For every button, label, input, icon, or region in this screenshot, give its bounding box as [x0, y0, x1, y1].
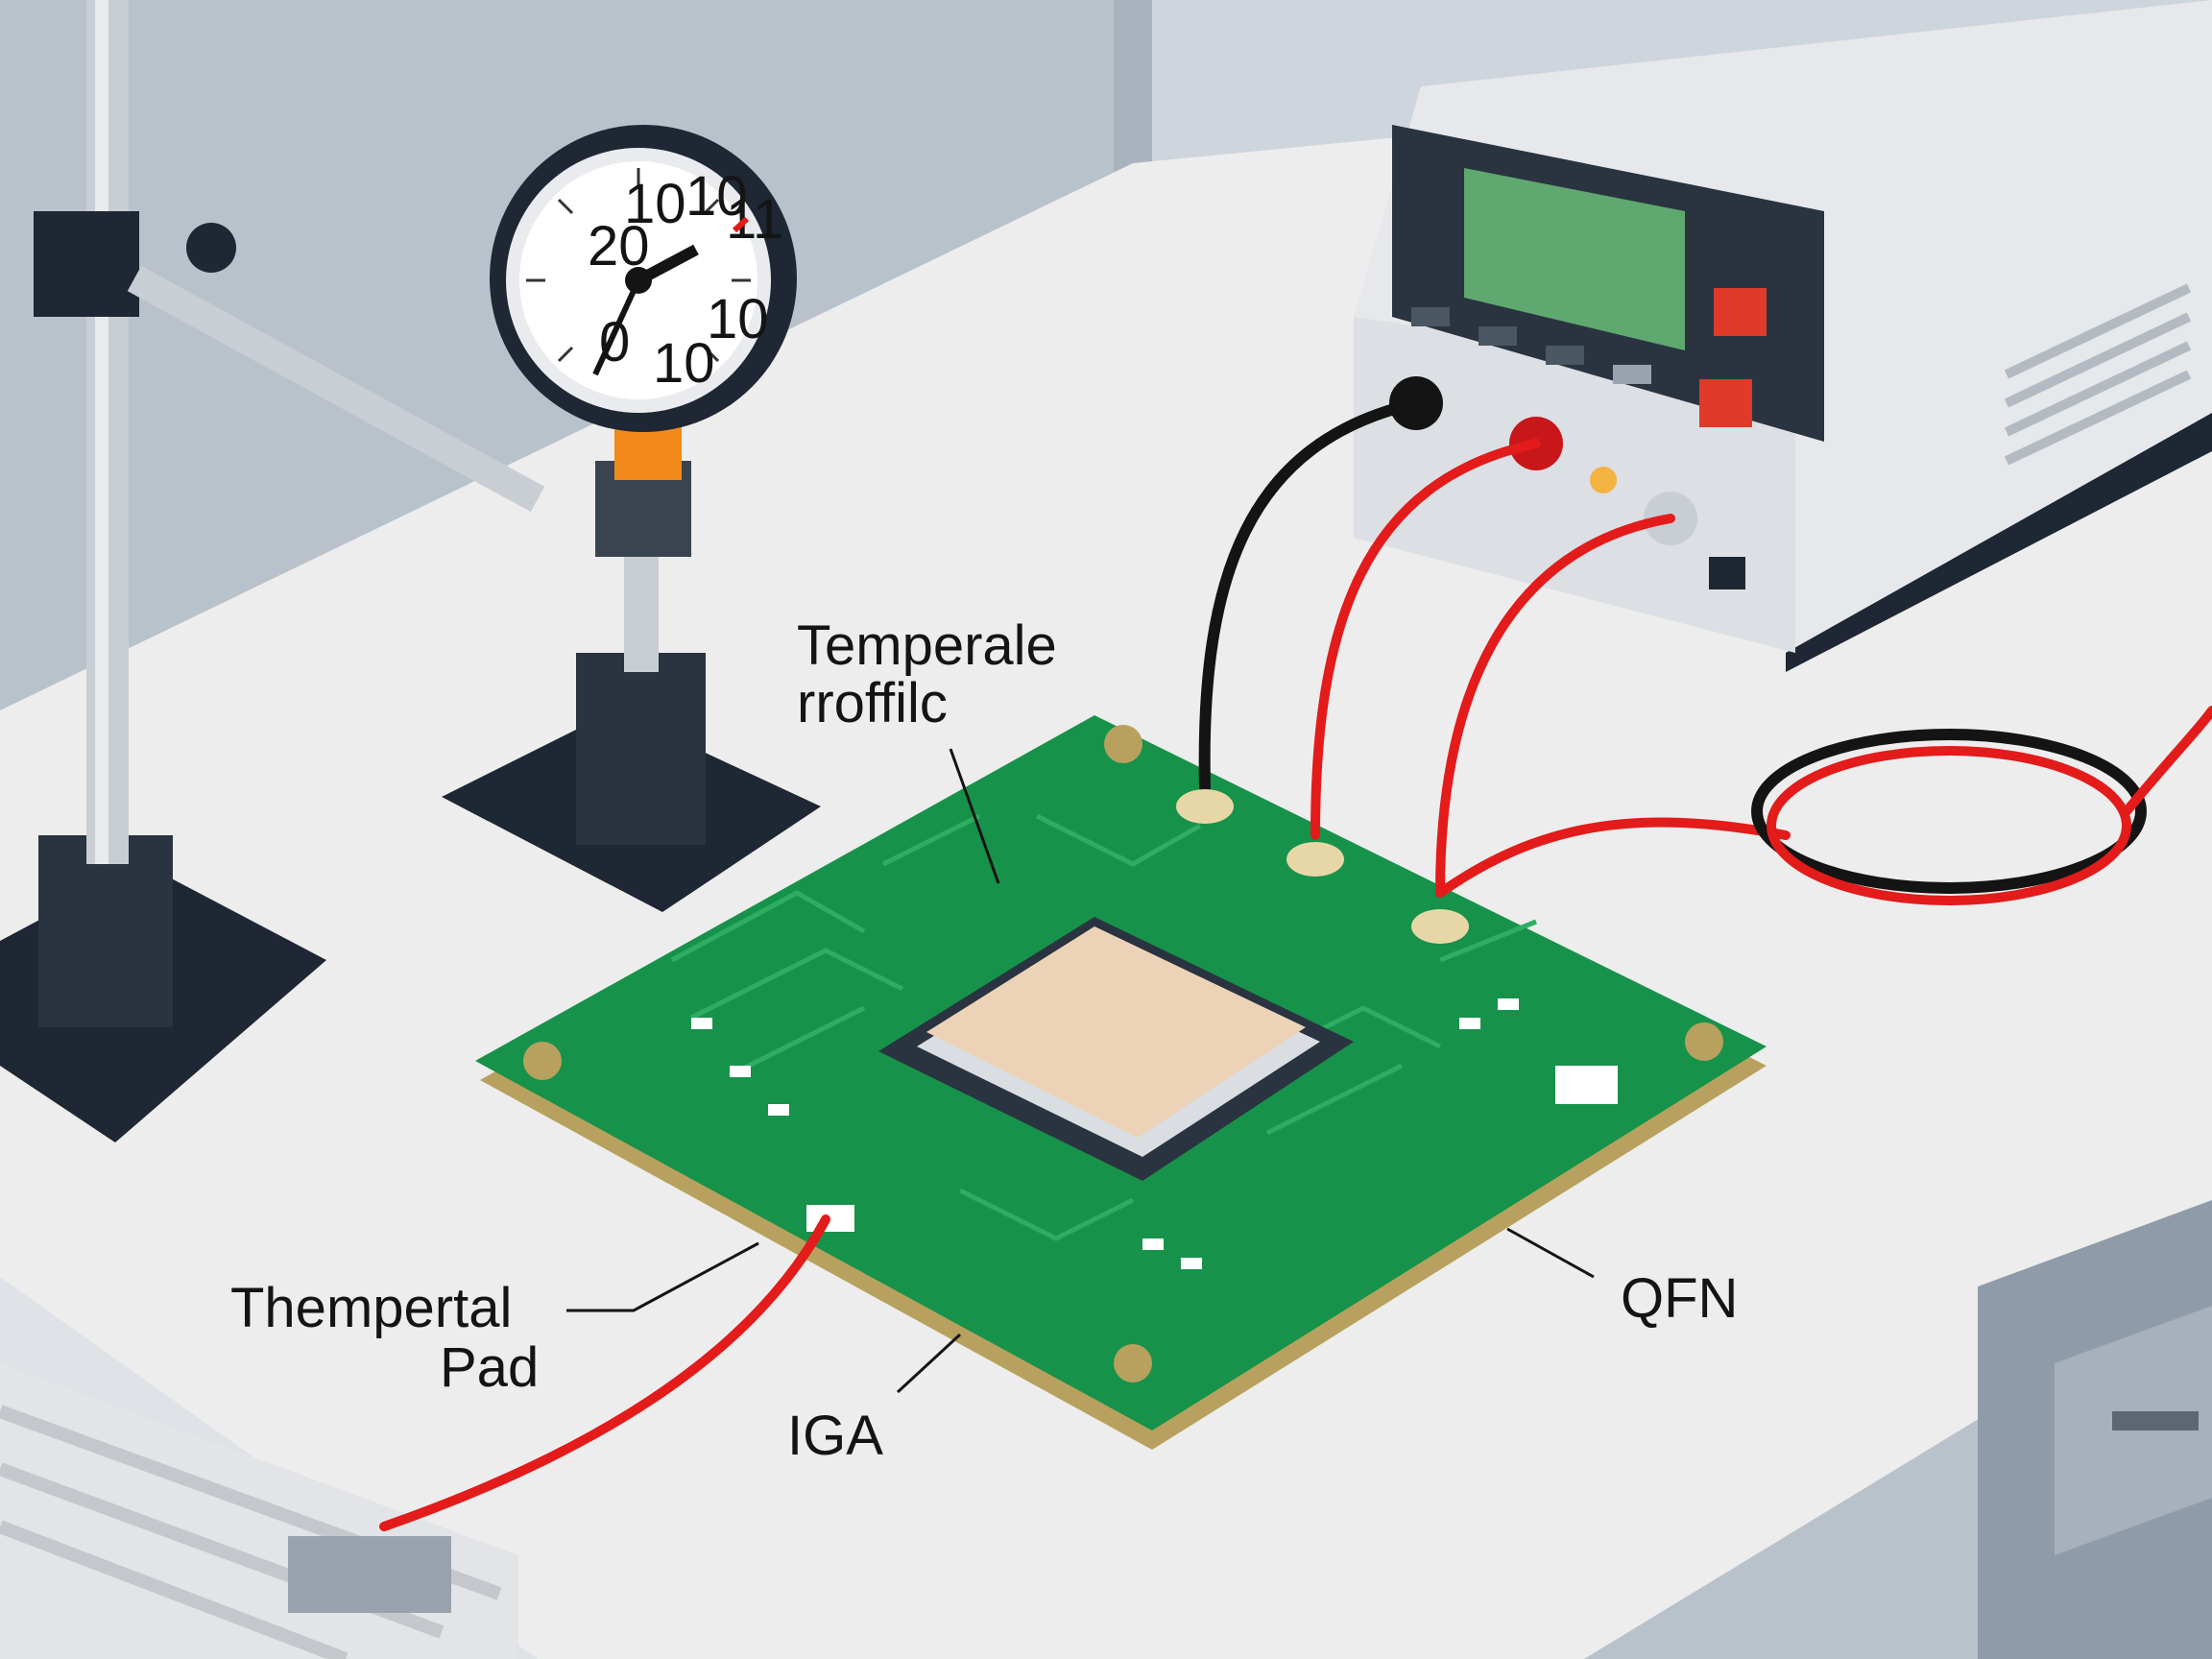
panel-key[interactable] [1411, 307, 1450, 326]
power-button[interactable] [1714, 288, 1767, 336]
chip-top [926, 926, 1306, 1138]
gauge-tick-label: 10 [624, 173, 686, 235]
retort-stand [0, 0, 545, 1142]
component-rack [0, 1363, 518, 1659]
leader-bga [896, 1333, 962, 1394]
gauge-tick-label: 10 [707, 288, 769, 350]
callout-temperature-profile-line1: Temperale [797, 614, 1057, 677]
drawer-handle[interactable] [2112, 1411, 2199, 1431]
leader-qfn [1506, 1227, 1595, 1279]
gauge-needle [592, 278, 641, 376]
black-lead [1198, 397, 1422, 793]
clamp-knob[interactable] [186, 223, 236, 273]
red-lead-3 [1435, 817, 1791, 898]
callout-bga: IGA [787, 1405, 883, 1467]
qfn-chip [878, 917, 1354, 1181]
panel-key[interactable] [1613, 365, 1651, 384]
mounting-holes [523, 725, 1723, 1382]
gauge-tick-label: 10 [685, 165, 748, 228]
callout-thermal-pad-line2: Pad [440, 1336, 539, 1399]
usb-port [1709, 557, 1745, 589]
smd-components [691, 998, 1618, 1269]
coiled-red-cable [1767, 746, 2131, 905]
leader-thermal-pad [566, 1241, 759, 1312]
panel-key[interactable] [1546, 346, 1584, 365]
probe-tips [1176, 789, 1469, 944]
thermal-pad-component [806, 1205, 854, 1232]
callout-thermal-pad-line1: Thempertal [230, 1277, 512, 1339]
power-supply [1354, 0, 2212, 672]
display-screen [1464, 168, 1685, 350]
callout-leaders [566, 748, 1595, 1394]
leader-temperature-profile [949, 748, 1000, 884]
gauge-fitting [614, 422, 682, 480]
output-button[interactable] [1699, 379, 1752, 427]
connector-block [288, 1536, 451, 1613]
gauge-tick-label: 0 [599, 311, 630, 373]
gauge-redline [732, 216, 750, 233]
gauge-pivot [625, 267, 652, 294]
callout-temperature-profile-line2: rroffilc [797, 672, 948, 734]
vent-slots [2004, 283, 2192, 466]
red-cable-out [2122, 706, 2212, 816]
test-leads [379, 397, 2212, 1531]
callout-qfn: QFN [1621, 1267, 1738, 1330]
stand-clamp [34, 211, 139, 317]
indicator-led [1590, 467, 1617, 493]
panel-key[interactable] [1479, 326, 1517, 346]
wall-post [1114, 0, 1152, 192]
red-lead [1310, 439, 1541, 840]
red-lead-2 [1435, 514, 1675, 898]
thermocouple-wire [379, 1214, 830, 1531]
gauge-stand [442, 422, 821, 912]
gauge-tick-label: 10 [653, 332, 715, 395]
pressure-gauge: 10 10 20 11 10 0 10 [490, 125, 797, 432]
coiled-black-cable [1751, 729, 2147, 894]
gauge-tick-label: 11 [726, 188, 783, 251]
